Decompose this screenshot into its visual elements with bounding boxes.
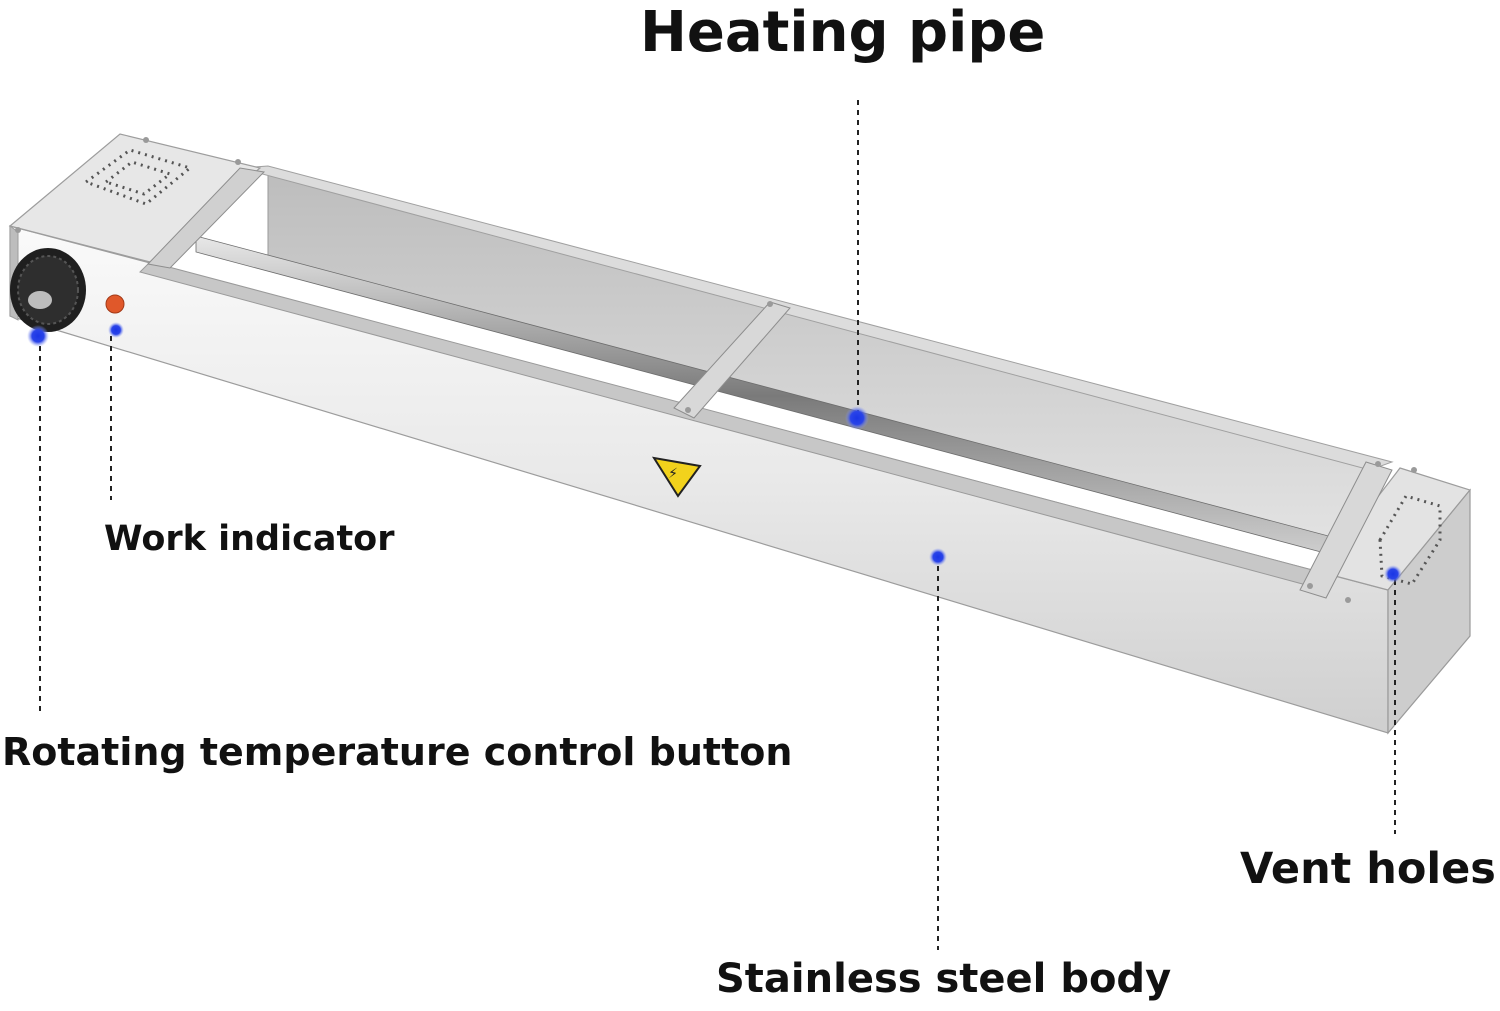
left-box-top [8, 133, 262, 263]
heating-pipe-label: Heating pipe [640, 0, 1046, 65]
indicator-light [105, 294, 125, 314]
vent-holes-label: Vent holes [1240, 844, 1496, 894]
temperature-button-label: Rotating temperature control button [2, 730, 793, 774]
warning-sticker: ⚡ [651, 456, 702, 498]
vent-holes-marker [1384, 565, 1402, 583]
middle-bracket [673, 301, 791, 419]
left-bracket [146, 167, 266, 269]
temp-button-marker [27, 325, 49, 347]
work-indicator-marker [108, 322, 124, 338]
trough-top-rim [239, 165, 1394, 471]
marker-dots [27, 322, 1402, 583]
callout-lines [39, 100, 1396, 950]
svg-text:⚡: ⚡ [668, 466, 678, 482]
stainless-body-label: Stainless steel body [716, 956, 1172, 1002]
temperature-knob [10, 248, 86, 332]
work-indicator-label: Work indicator [104, 519, 395, 559]
right-end-face [1387, 488, 1471, 735]
screws [15, 137, 1417, 603]
body-marker [929, 548, 947, 566]
heating-pipe-marker [845, 406, 869, 430]
heater-body: ⚡ [8, 133, 1472, 735]
right-vent-holes [1378, 494, 1442, 586]
left-vent-holes [82, 148, 194, 206]
right-bracket [1299, 461, 1393, 599]
